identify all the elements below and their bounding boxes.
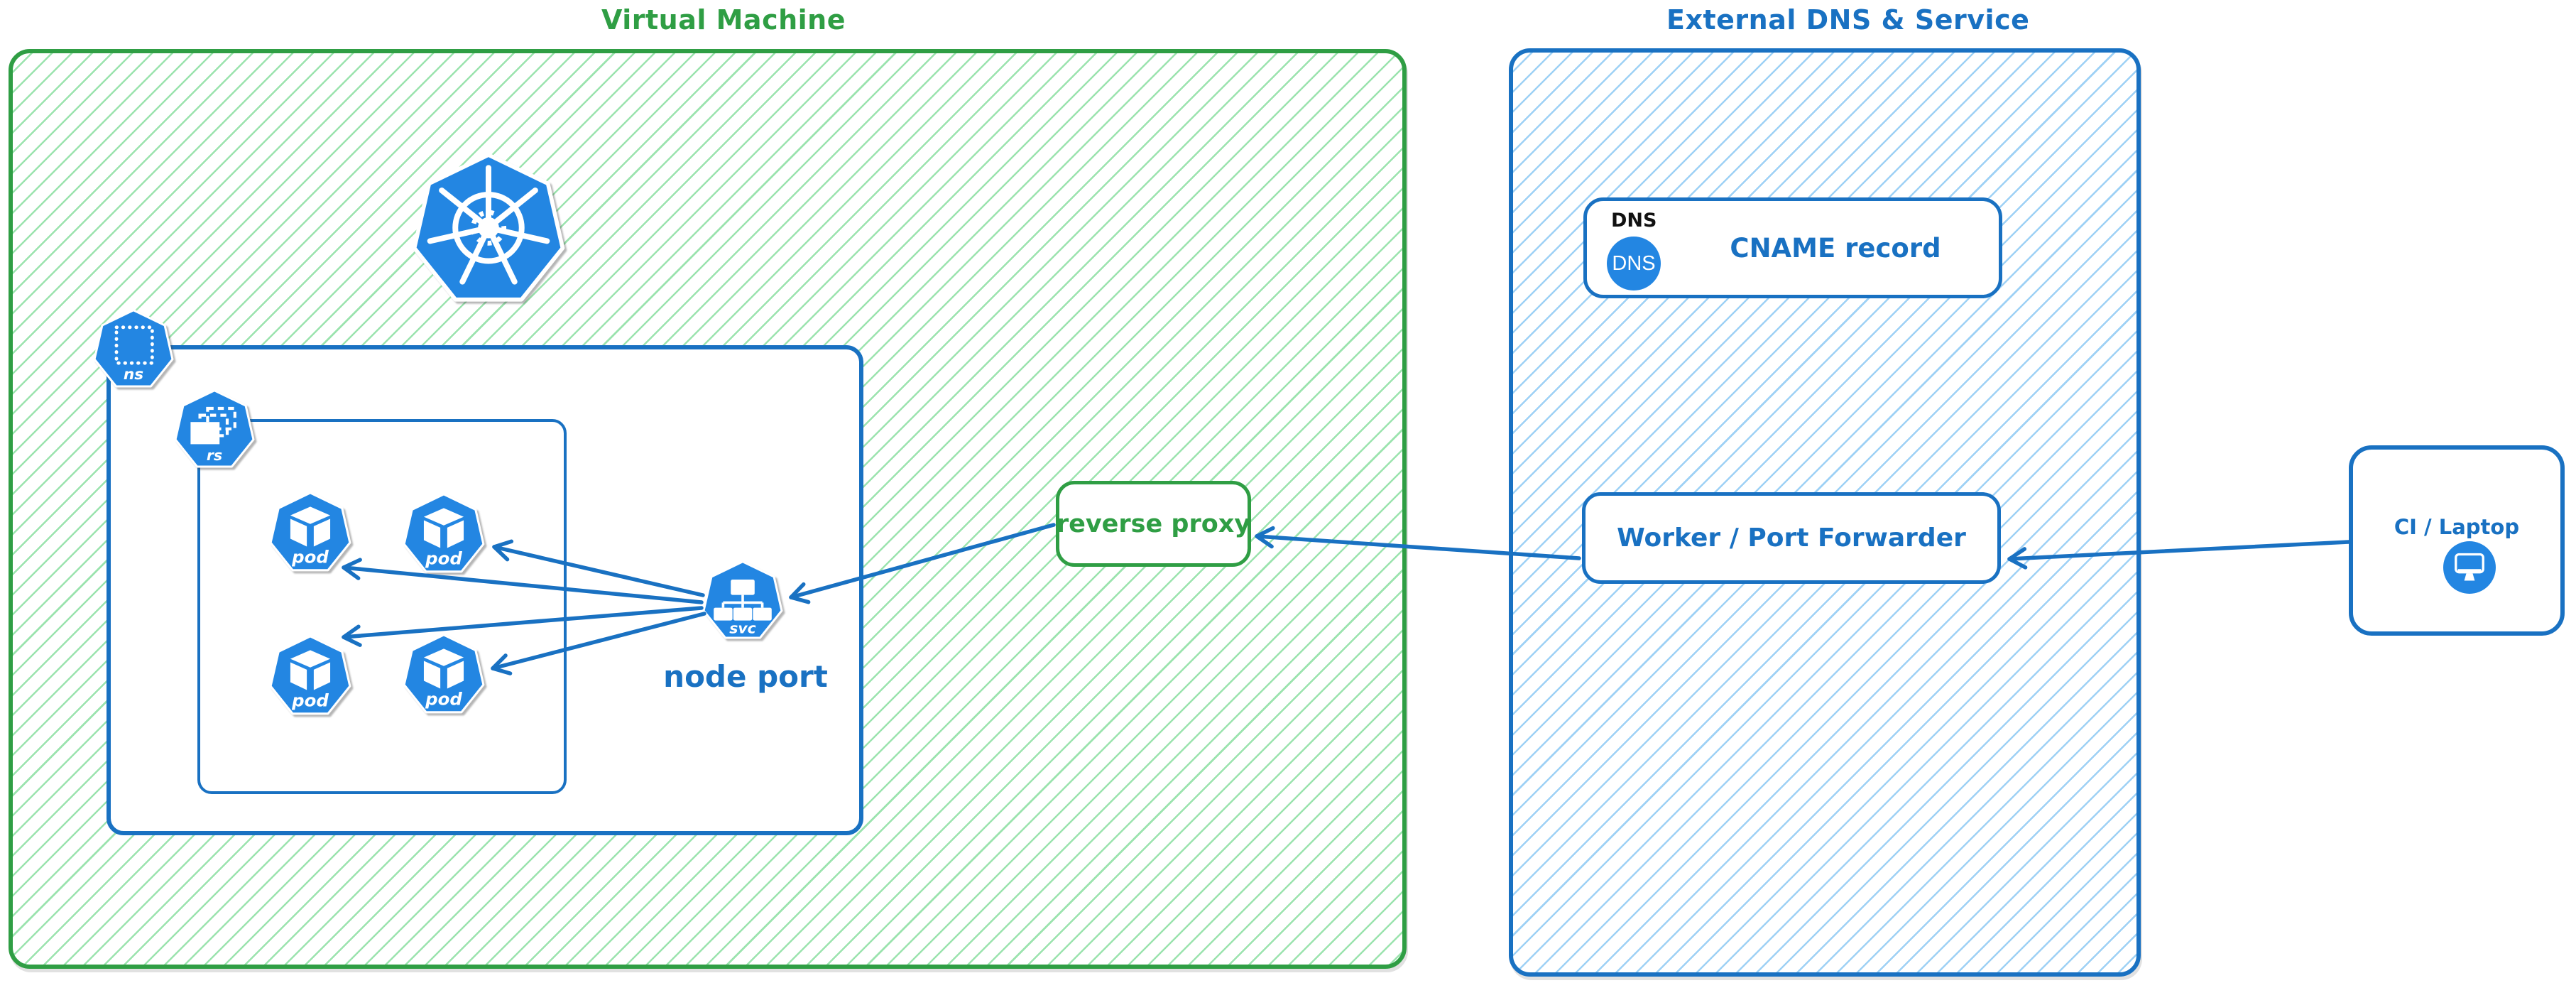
dns-icon: DNS — [1607, 237, 1661, 290]
dns-cname-box: DNS DNS CNAME record — [1583, 197, 2002, 298]
namespace-icon: ns — [93, 309, 174, 388]
pod-icon: pod — [403, 493, 485, 573]
svg-text:pod: pod — [291, 547, 329, 567]
svg-text:rs: rs — [207, 447, 222, 464]
svg-text:pod: pod — [425, 548, 462, 569]
pod-icon: pod — [269, 635, 351, 715]
reverse-proxy-box: reverse proxy — [1056, 481, 1251, 567]
ci-laptop-box: CI / Laptop — [2349, 445, 2565, 636]
svg-text:pod: pod — [291, 690, 329, 711]
dns-header-label: DNS — [1611, 210, 1657, 232]
ci-laptop-label: CI / Laptop — [2394, 515, 2520, 539]
svg-text:pod: pod — [425, 689, 462, 710]
service-icon: svc — [702, 560, 783, 639]
node-port-label: node port — [663, 659, 828, 694]
cname-record-label: CNAME record — [1730, 232, 1941, 264]
dns-icon-text: DNS — [1612, 251, 1656, 275]
reverse-proxy-label: reverse proxy — [1056, 509, 1251, 538]
kubernetes-logo-icon — [412, 153, 565, 302]
svg-text:ns: ns — [124, 366, 143, 384]
svg-text:svc: svc — [729, 620, 756, 637]
monitor-icon — [2443, 541, 2496, 594]
replicaset-box — [197, 419, 567, 794]
replicaset-icon: rs — [174, 389, 255, 468]
external-region-title: External DNS & Service — [1666, 4, 2030, 36]
pod-icon: pod — [403, 634, 485, 714]
worker-port-forwarder-box: Worker / Port Forwarder — [1582, 492, 2001, 584]
vm-region-title: Virtual Machine — [601, 4, 846, 36]
pod-icon: pod — [269, 492, 351, 572]
worker-port-forwarder-label: Worker / Port Forwarder — [1617, 523, 1966, 553]
